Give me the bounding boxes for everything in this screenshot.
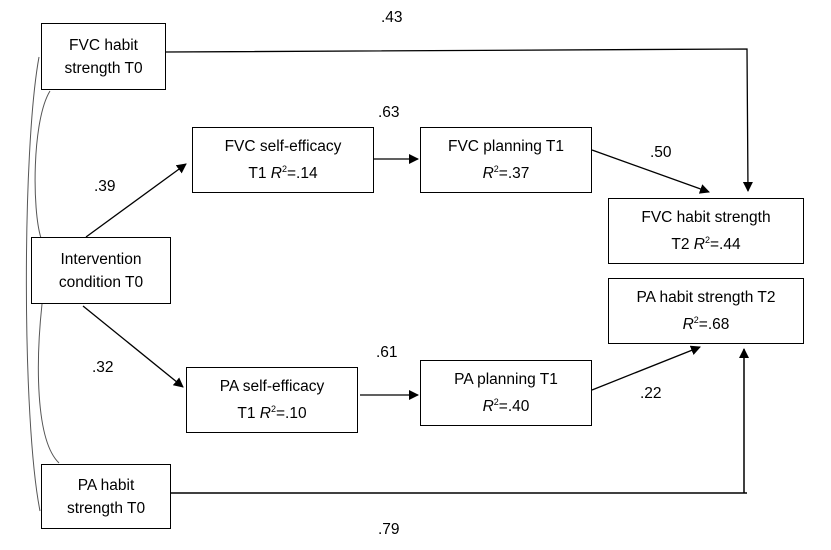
node-label-line1: PA habit strength T2 xyxy=(636,288,776,306)
node-label-line2: strength T0 xyxy=(64,59,143,77)
r-squared-symbol: R xyxy=(693,236,705,254)
node-fvc-self-efficacy-t1: FVC self-efficacy T1 R2=.14 xyxy=(192,127,374,193)
r-squared-exponent: 2 xyxy=(270,403,276,414)
r-squared-value: =.44 xyxy=(710,236,741,254)
coef-fvc-habit-t0-to-t2: .43 xyxy=(381,9,403,26)
r-squared-exponent: 2 xyxy=(281,163,287,174)
path-fvc-planning-to-fvc-habit-t2 xyxy=(591,149,710,194)
coef-fvc-planning-to-habit-t2: .50 xyxy=(650,144,672,161)
path-intervention-to-fvc-self-efficacy xyxy=(85,163,187,238)
node-label-line1: PA planning T1 xyxy=(454,370,558,388)
node-label-line2: R2=.40 xyxy=(483,391,530,418)
node-label-line1: FVC self-efficacy xyxy=(224,137,342,155)
node-label-line1: PA habit xyxy=(77,476,135,494)
node-label-line2: T2 R2=.44 xyxy=(671,229,740,256)
node-label-line1: FVC habit xyxy=(69,36,138,54)
path-pa-planning-to-pa-habit-t2 xyxy=(591,345,701,391)
node-label-line2: condition T0 xyxy=(58,273,144,291)
node-pa-habit-strength-t2: PA habit strength T2 R2=.68 xyxy=(608,278,804,344)
r-squared-value: =.10 xyxy=(276,405,307,423)
node-fvc-habit-strength-t2: FVC habit strength T2 R2=.44 xyxy=(608,198,804,264)
node-label-line1: FVC habit strength xyxy=(641,208,771,226)
correlation-arc-intervention-pa-habit-t0 xyxy=(37,303,60,464)
node-label-line1: FVC planning T1 xyxy=(447,137,565,155)
node-fvc-planning-t1: FVC planning T1 R2=.37 xyxy=(420,127,592,193)
node-pa-habit-strength-t0: PA habit strength T0 xyxy=(41,464,171,529)
path-fvc-habit-t0-to-fvc-habit-t2 xyxy=(165,48,753,192)
r-squared-exponent: 2 xyxy=(704,234,710,245)
time-label: T1 xyxy=(237,405,260,423)
correlation-arc-fvc-habit-t0-intervention xyxy=(34,90,51,239)
correlation-arc-fvc-habit-t0-pa-habit-t0 xyxy=(25,56,41,512)
coef-intervention-to-fvc-self-efficacy: .39 xyxy=(94,178,116,195)
node-fvc-habit-strength-t0: FVC habit strength T0 xyxy=(41,23,166,90)
node-label-line2: R2=.37 xyxy=(483,158,530,185)
r-squared-exponent: 2 xyxy=(493,396,499,407)
node-label-line2: T1 R2=.14 xyxy=(248,158,317,185)
time-label: T2 xyxy=(671,236,694,254)
r-squared-symbol: R xyxy=(259,405,271,423)
r-squared-symbol: R xyxy=(270,165,282,183)
path-pa-habit-t0-to-pa-habit-t2 xyxy=(171,348,749,494)
node-label-line1: Intervention xyxy=(60,250,142,268)
node-label-line2: strength T0 xyxy=(66,499,146,517)
node-label-line1: PA self-efficacy xyxy=(219,377,325,395)
coef-pa-planning-to-habit-t2: .22 xyxy=(640,385,662,402)
r-squared-exponent: 2 xyxy=(493,163,499,174)
r-squared-value: =.40 xyxy=(498,398,530,416)
node-pa-planning-t1: PA planning T1 R2=.40 xyxy=(420,360,592,426)
time-label: T1 xyxy=(248,165,271,183)
node-intervention-condition-t0: Intervention condition T0 xyxy=(31,237,171,304)
coef-fvc-self-efficacy-to-planning: .63 xyxy=(378,104,400,121)
r-squared-symbol: R xyxy=(682,316,694,334)
node-label-line2: T1 R2=.10 xyxy=(237,398,306,425)
r-squared-value: =.14 xyxy=(287,165,318,183)
coef-intervention-to-pa-self-efficacy: .32 xyxy=(92,359,114,376)
r-squared-value: =.37 xyxy=(498,165,530,183)
coef-pa-self-efficacy-to-planning: .61 xyxy=(376,344,398,361)
r-squared-value: =.68 xyxy=(698,316,730,334)
coef-pa-habit-t0-to-t2: .79 xyxy=(378,521,400,538)
path-intervention-to-pa-self-efficacy xyxy=(82,305,184,388)
node-label-line2: R2=.68 xyxy=(683,309,730,336)
r-squared-exponent: 2 xyxy=(693,314,699,325)
node-pa-self-efficacy-t1: PA self-efficacy T1 R2=.10 xyxy=(186,367,358,433)
r-squared-symbol: R xyxy=(482,398,494,416)
r-squared-symbol: R xyxy=(482,165,494,183)
